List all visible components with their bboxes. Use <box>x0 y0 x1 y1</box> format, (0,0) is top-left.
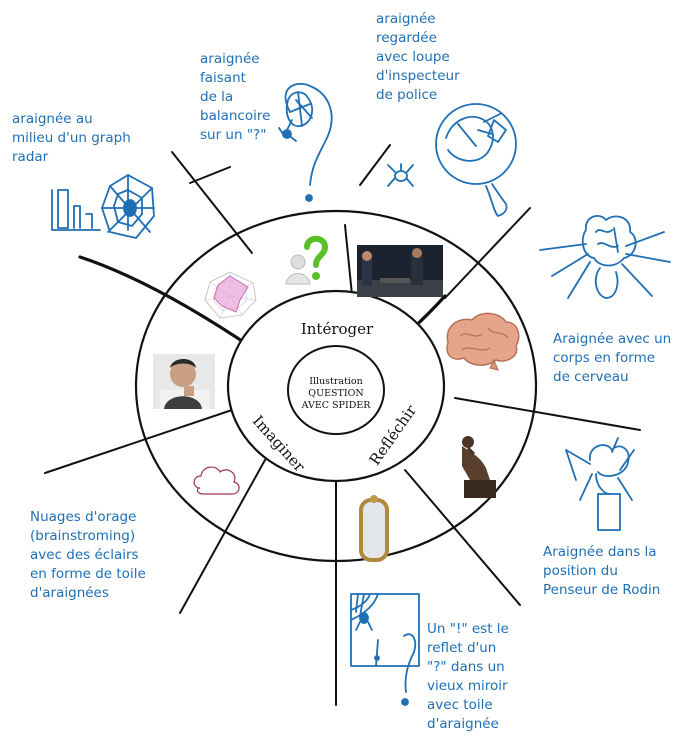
question-person-icon <box>285 235 329 285</box>
note-line: Araignée dans la <box>543 544 657 560</box>
note-line: milieu d'un graph <box>12 130 131 146</box>
center-line-2: QUESTION <box>308 388 363 399</box>
note-line: avec des éclairs <box>30 547 139 563</box>
spoke-line <box>179 459 266 614</box>
note-line: reflet d'un <box>427 640 497 656</box>
brain-icon <box>446 312 520 371</box>
note-line: Un "!" est le <box>427 621 509 637</box>
note-line: en forme de toile <box>30 566 146 582</box>
note-line: araignée au <box>12 111 93 127</box>
mirror-icon <box>359 495 389 562</box>
center-line-3: AVEC SPIDER <box>301 400 372 411</box>
note-line: faisant <box>200 70 246 86</box>
brain-spider-doodle <box>539 215 671 299</box>
note-line: Nuages d'orage <box>30 509 137 525</box>
center-circle <box>287 345 385 435</box>
center-line-1: Illustration <box>309 376 363 387</box>
spoke-line <box>359 144 391 186</box>
note-line: radar <box>12 149 49 165</box>
note-line: (brainstroming) <box>30 528 136 544</box>
note-line: araignée <box>376 11 436 27</box>
note-rodin-spider: Araignée dans la position du Penseur de … <box>543 543 660 600</box>
note-line: sur un "?" <box>200 127 267 143</box>
note-mirror: Un "!" est le reflet d'un "?" dans un vi… <box>427 620 509 734</box>
note-line: avec toile <box>427 697 493 713</box>
spoke-line <box>404 469 521 606</box>
note-line: balancoire <box>200 108 271 124</box>
question-swing-spider-doodle <box>278 82 333 202</box>
note-line: d'araignées <box>30 585 109 601</box>
note-brain-spider: Araignée avec un corps en forme de cerve… <box>553 330 671 387</box>
note-line: araignée <box>200 51 260 67</box>
note-line: corps en forme <box>553 350 656 366</box>
note-radar-spider: araignée au milieu d'un graph radar <box>12 110 131 167</box>
note-line: Araignée avec un <box>553 331 672 347</box>
interrogation-photo <box>357 245 443 297</box>
spoke-line <box>189 166 231 184</box>
spoke-line <box>454 397 641 431</box>
note-line: regardée <box>376 30 437 46</box>
thinking-man-photo <box>153 354 215 409</box>
note-line: "?" dans un <box>427 659 505 675</box>
note-magnifier-spider: araignée regardée avec loupe d'inspecteu… <box>376 10 460 105</box>
radar-graph-spider-doodle <box>51 174 155 239</box>
sector-label-interroger: Intéroger <box>301 320 374 338</box>
note-line: de police <box>376 87 438 103</box>
radar-chart-thumbnail <box>204 271 257 319</box>
note-line: de la <box>200 89 234 105</box>
note-line: de cerveau <box>553 369 629 385</box>
note-line: avec loupe <box>376 49 450 65</box>
note-line: d'inspecteur <box>376 68 460 84</box>
note-storm-clouds: Nuages d'orage (brainstroming) avec des … <box>30 508 146 603</box>
note-swing-spider: araignée faisant de la balancoire sur un… <box>200 50 270 145</box>
spoke-line <box>444 207 531 299</box>
note-line: vieux miroir <box>427 678 508 694</box>
mirror-reflection-doodle <box>350 593 420 706</box>
note-line: position du <box>543 563 618 579</box>
outer-ring <box>134 209 538 563</box>
thinker-statue-icon <box>462 436 496 498</box>
note-line: d'araignée <box>427 716 499 732</box>
note-line: Penseur de Rodin <box>543 582 661 598</box>
spoke-line <box>44 409 233 474</box>
cloud-icon <box>193 466 240 495</box>
spoke-line <box>171 151 253 254</box>
magnifying-glass-doodle <box>435 103 517 217</box>
rodin-spider-doodle <box>565 437 635 531</box>
small-spider-doodle <box>387 163 414 187</box>
